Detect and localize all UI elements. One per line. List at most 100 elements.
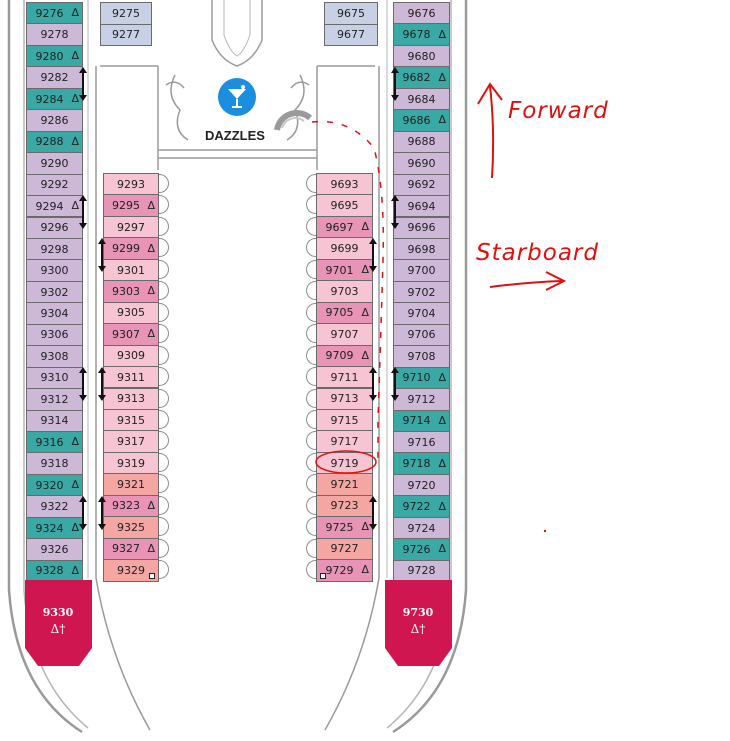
cabin-number: 9714 xyxy=(402,414,431,428)
cabin-9676[interactable]: 9676 xyxy=(393,2,450,25)
cabin-9712[interactable]: 9712 xyxy=(393,388,450,411)
cabin-9278[interactable]: 9278 xyxy=(26,23,83,46)
accessible-triangle-icon: Δ xyxy=(71,49,79,63)
cabin-9325[interactable]: 9325 xyxy=(103,516,159,539)
cabin-9309[interactable]: 9309 xyxy=(103,344,159,368)
cabin-9724[interactable]: 9724 xyxy=(393,516,450,540)
cabin-9728[interactable]: 9728 xyxy=(393,559,450,583)
cabin-9312[interactable]: 9312 xyxy=(26,388,83,411)
cabin-9721[interactable]: 9721 xyxy=(316,473,373,496)
cabin-9329[interactable]: 9329 xyxy=(103,559,159,582)
cabin-9301[interactable]: 9301 xyxy=(103,258,159,282)
cabin-9693[interactable]: 9693 xyxy=(316,173,373,196)
cabin-9694[interactable]: 9694 xyxy=(393,195,450,218)
cabin-9719[interactable]: 9719 xyxy=(316,451,373,475)
cabin-9706[interactable]: 9706 xyxy=(393,323,450,347)
cabin-9727[interactable]: 9727 xyxy=(316,537,373,561)
cabin-9680[interactable]: 9680 xyxy=(393,44,450,68)
cabin-9695[interactable]: 9695 xyxy=(316,194,373,217)
suite-cabin[interactable]: 9730 Δ† xyxy=(385,580,452,666)
cabin-9707[interactable]: 9707 xyxy=(316,323,373,346)
cabin-9310[interactable]: 9310 xyxy=(26,366,83,390)
cabin-9720[interactable]: 9720 xyxy=(393,473,450,497)
cabin-9692[interactable]: 9692 xyxy=(393,173,450,197)
cabin-9715[interactable]: 9715 xyxy=(316,408,373,432)
cabin-9688[interactable]: 9688 xyxy=(393,130,450,154)
cabin-9292[interactable]: 9292 xyxy=(26,173,83,197)
cabin-9314[interactable]: 9314 xyxy=(26,409,83,432)
cabin-9703[interactable]: 9703 xyxy=(316,280,373,303)
cabin-9297[interactable]: 9297 xyxy=(103,215,159,239)
cabin-9675[interactable]: 9675 xyxy=(324,2,378,25)
cabin-9296[interactable]: 9296 xyxy=(26,216,83,239)
cabin-9723[interactable]: 9723 xyxy=(316,494,373,518)
suite-cabin[interactable]: 9330 Δ† xyxy=(25,580,92,666)
cabin-9300[interactable]: 9300 xyxy=(26,259,83,282)
cabin-9275[interactable]: 9275 xyxy=(100,2,152,25)
cabin-9313[interactable]: 9313 xyxy=(103,387,159,410)
cabin-9702[interactable]: 9702 xyxy=(393,280,450,304)
cabin-9282[interactable]: 9282 xyxy=(26,66,83,89)
suite-symbols: Δ† xyxy=(410,622,426,636)
cabin-9319[interactable]: 9319 xyxy=(103,451,159,475)
cabin-9304[interactable]: 9304 xyxy=(26,302,83,325)
cabin-9308[interactable]: 9308 xyxy=(26,345,83,368)
cabin-9716[interactable]: 9716 xyxy=(393,431,450,454)
cabin-9326[interactable]: 9326 xyxy=(26,538,83,561)
cabin-9690[interactable]: 9690 xyxy=(393,152,450,175)
cabin-9298[interactable]: 9298 xyxy=(26,237,83,261)
cabin-9711[interactable]: 9711 xyxy=(316,366,373,389)
cabin-9700[interactable]: 9700 xyxy=(393,259,450,282)
cabin-9322[interactable]: 9322 xyxy=(26,495,83,518)
cabin-9305[interactable]: 9305 xyxy=(103,301,159,325)
cabin-9315[interactable]: 9315 xyxy=(103,408,159,432)
cabin-9677[interactable]: 9677 xyxy=(324,23,378,46)
cabin-9311[interactable]: 9311 xyxy=(103,366,159,389)
cabin-9302[interactable]: 9302 xyxy=(26,280,83,304)
cabin-9277[interactable]: 9277 xyxy=(100,23,152,46)
cabin-9321[interactable]: 9321 xyxy=(103,473,159,496)
cabin-9717[interactable]: 9717 xyxy=(316,430,373,453)
cabin-9698[interactable]: 9698 xyxy=(393,237,450,261)
cabin-9713[interactable]: 9713 xyxy=(316,387,373,410)
cabin-9290[interactable]: 9290 xyxy=(26,152,83,175)
cabin-9293[interactable]: 9293 xyxy=(103,173,159,196)
cabin-9318[interactable]: 9318 xyxy=(26,452,83,475)
cabin-9306[interactable]: 9306 xyxy=(26,323,83,347)
cabin-9317[interactable]: 9317 xyxy=(103,430,159,453)
cabin-9696[interactable]: 9696 xyxy=(393,216,450,239)
cabin-9708[interactable]: 9708 xyxy=(393,345,450,368)
cabin-9699[interactable]: 9699 xyxy=(316,237,373,260)
cabin-9286[interactable]: 9286 xyxy=(26,109,83,132)
cabin-number: 9290 xyxy=(40,156,69,170)
cabin-9704[interactable]: 9704 xyxy=(393,302,450,325)
